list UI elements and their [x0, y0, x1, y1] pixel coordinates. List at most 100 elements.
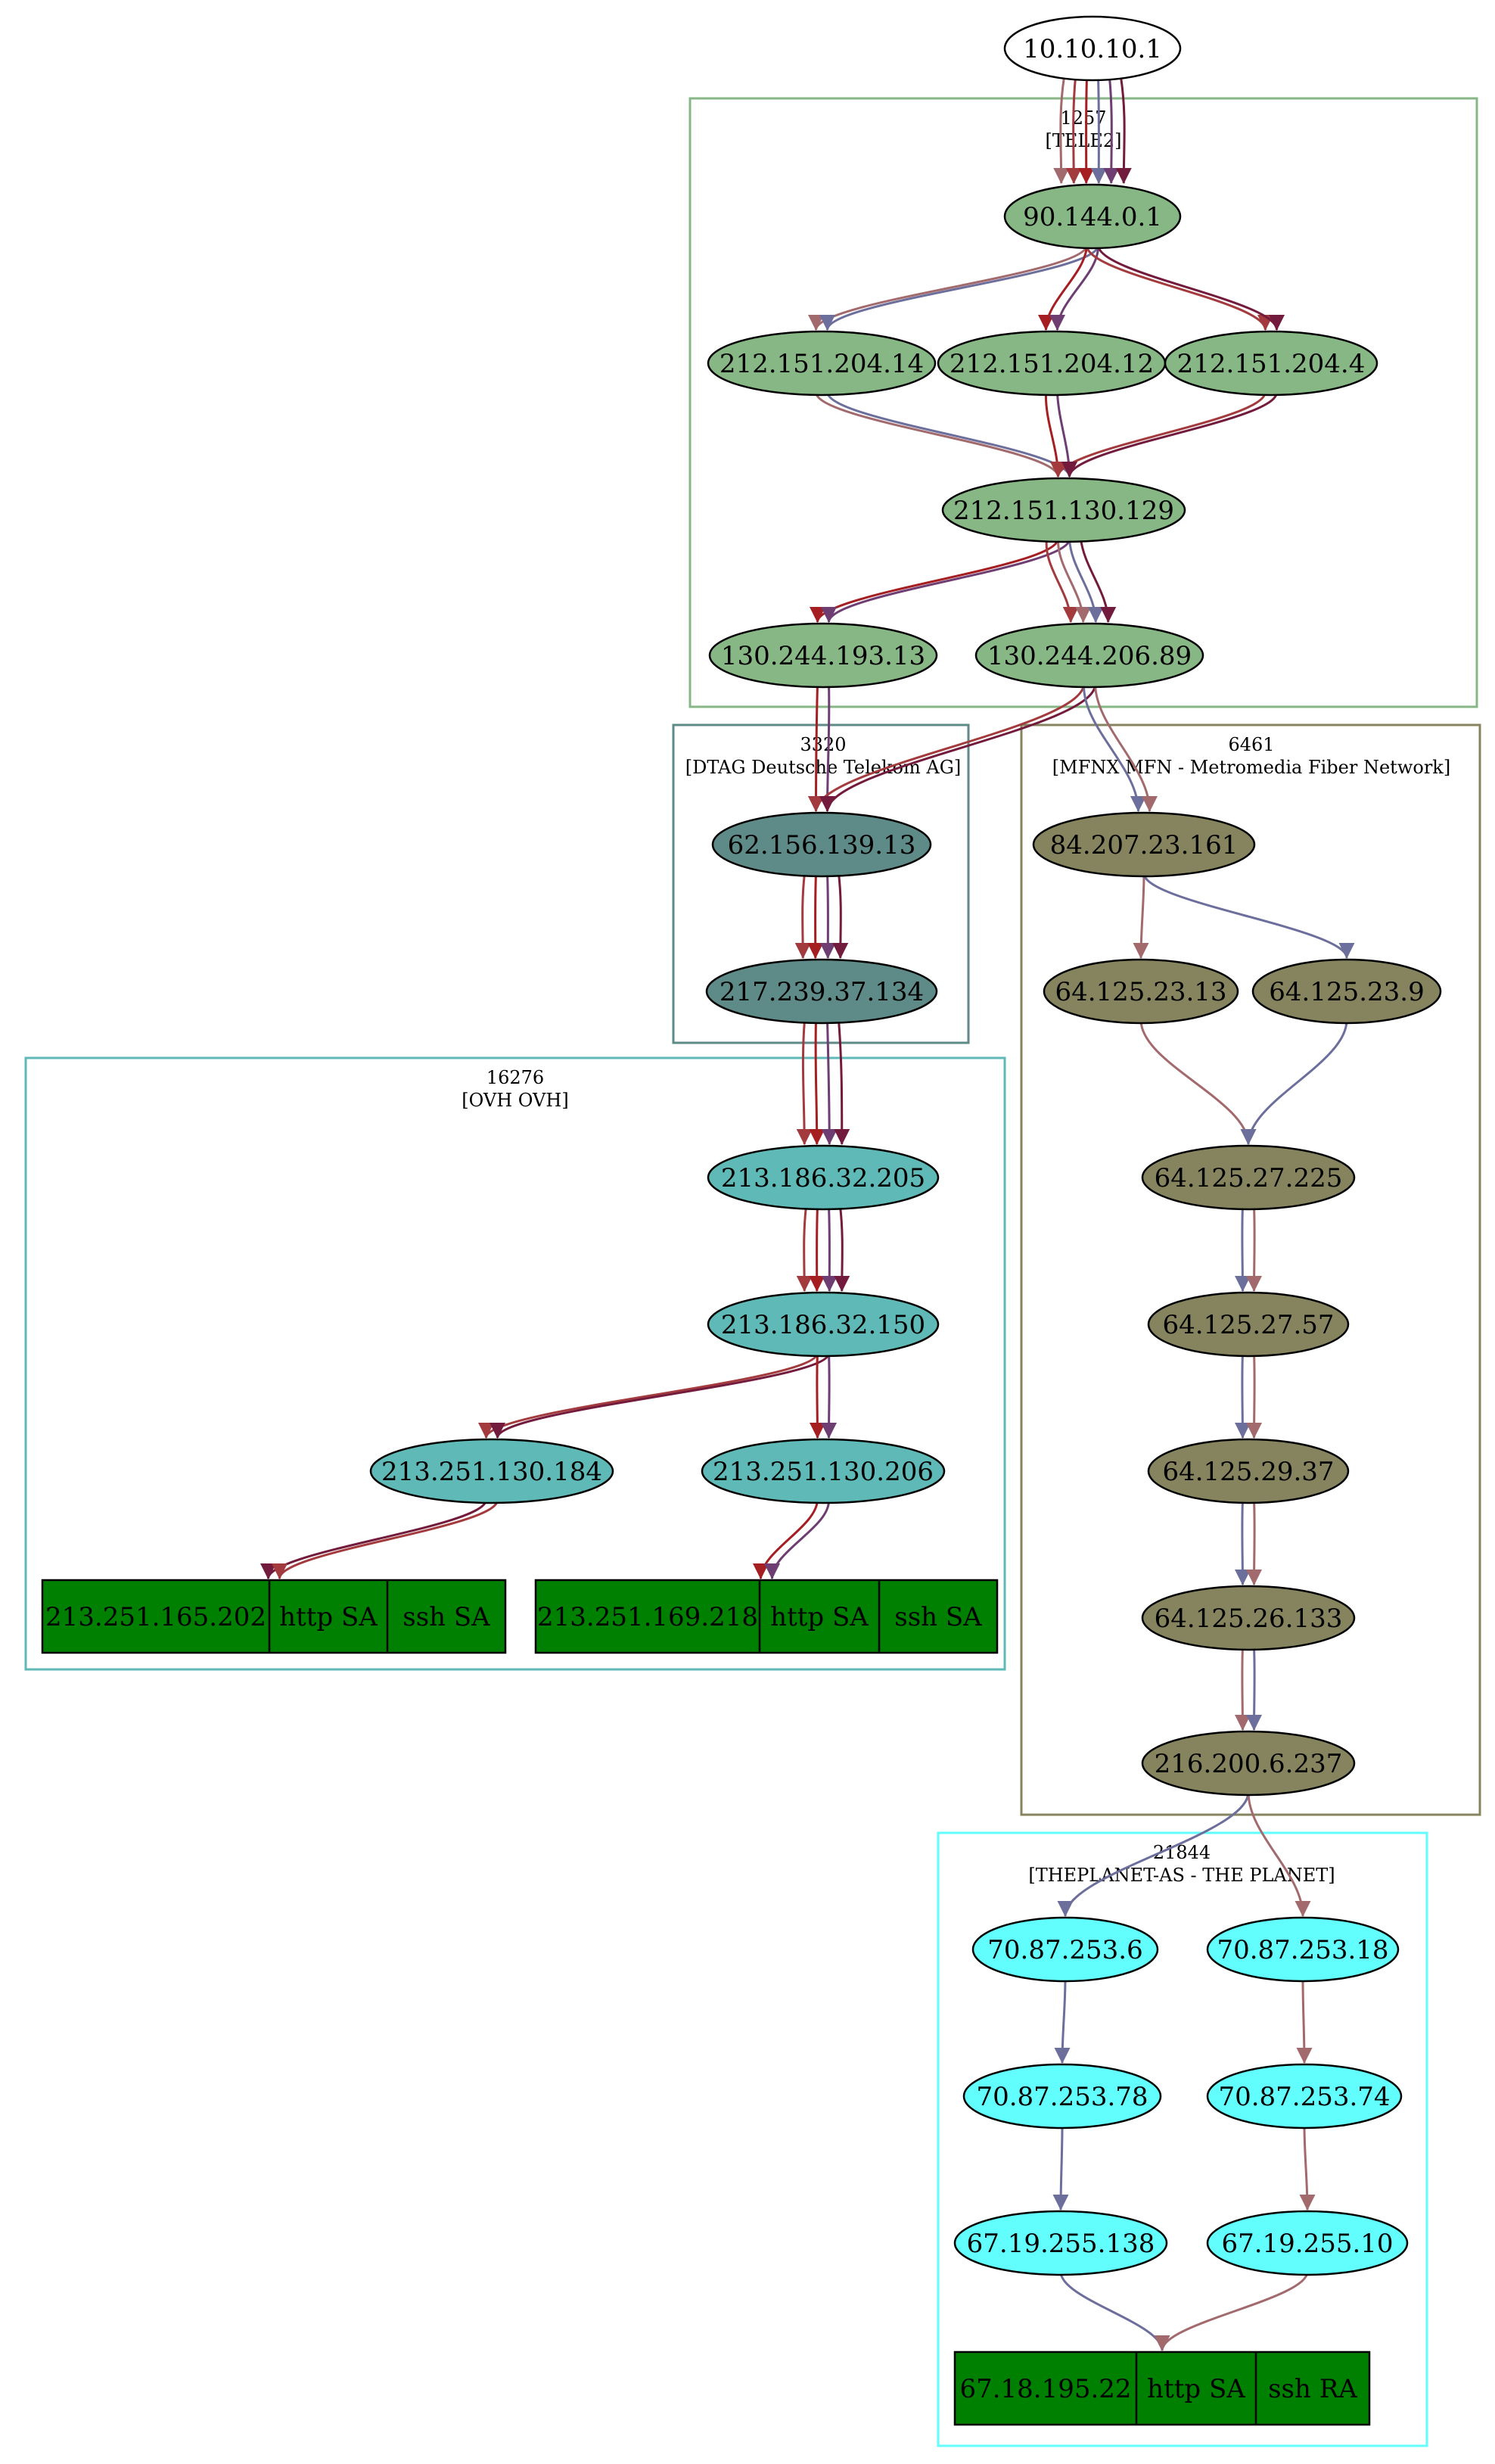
- hop-node[interactable]: 70.87.253.78: [962, 2063, 1162, 2130]
- edge: [1240, 1019, 1348, 1146]
- hop-node[interactable]: 217.239.37.134: [705, 958, 938, 1025]
- cluster-name: [TELE2]: [1046, 130, 1122, 151]
- hop-node[interactable]: 212.151.204.14: [707, 330, 937, 397]
- edge: [1080, 538, 1117, 624]
- cluster-name: [MFNX MFN - Metromedia Fiber Network]: [1052, 757, 1450, 778]
- hop-ellipse: [1206, 2210, 1409, 2276]
- edges-layer: [260, 76, 1355, 2352]
- hop-label: 64.125.23.13: [1055, 977, 1226, 1007]
- hop-node[interactable]: 64.125.23.9: [1251, 958, 1442, 1025]
- edge: [814, 391, 1066, 478]
- edge: [1044, 391, 1066, 478]
- target-port-status: ssh RA: [1268, 2374, 1357, 2404]
- target-box: [534, 1579, 999, 1654]
- edge: [1115, 76, 1132, 185]
- hop-label: 70.87.253.6: [987, 1935, 1142, 1965]
- hop-label: 64.125.26.133: [1155, 1604, 1343, 1634]
- hop-ellipse: [1043, 958, 1239, 1025]
- cluster-name: [DTAG Deutsche Telekom AG]: [685, 757, 962, 778]
- cluster-border: [688, 97, 1478, 708]
- hop-label: 130.244.206.89: [987, 641, 1192, 671]
- edge: [1054, 1977, 1071, 2064]
- hop-node[interactable]: 130.244.193.13: [708, 622, 938, 689]
- hop-node[interactable]: 84.207.23.161: [1032, 811, 1256, 878]
- cluster-asn: 16276: [486, 1067, 544, 1088]
- hop-node[interactable]: 67.19.255.138: [953, 2210, 1168, 2276]
- hop-ellipse: [1206, 2063, 1403, 2130]
- hop-label: 217.239.37.134: [720, 977, 924, 1007]
- edge: [1056, 391, 1077, 478]
- hop-node[interactable]: 130.244.206.89: [974, 622, 1204, 689]
- hop-node[interactable]: 216.200.6.237: [1141, 1730, 1356, 1797]
- hop-node[interactable]: 64.125.29.37: [1147, 1438, 1350, 1504]
- edge: [1246, 1206, 1263, 1293]
- hop-node[interactable]: 212.151.204.12: [937, 330, 1167, 397]
- edge: [1059, 2271, 1170, 2352]
- hop-node[interactable]: 64.125.27.57: [1147, 1291, 1350, 1358]
- hop-label: 67.19.255.10: [1221, 2229, 1393, 2259]
- edge: [1068, 538, 1104, 624]
- hop-label: 10.10.10.1: [1023, 34, 1162, 64]
- hop-label: 64.125.27.57: [1162, 1310, 1334, 1340]
- hop-ellipse: [974, 622, 1204, 689]
- clusters-layer: 1257[TELE2] 3320[DTAG Deutsche Telekom AG…: [24, 97, 1481, 2447]
- hop-node[interactable]: 213.251.130.206: [701, 1438, 946, 1504]
- edge: [478, 1352, 819, 1439]
- hop-label: 67.19.255.138: [967, 2229, 1155, 2259]
- hop-node[interactable]: 213.251.130.184: [369, 1438, 614, 1504]
- hop-label: 70.87.253.74: [1218, 2082, 1390, 2112]
- cluster-border: [672, 723, 970, 1044]
- hop-node[interactable]: 64.125.27.225: [1141, 1144, 1356, 1211]
- hop-node[interactable]: 90.144.0.1: [1003, 183, 1182, 250]
- cluster-as16276: 16276[OVH OVH]: [24, 1056, 1006, 1671]
- hop-label: 64.125.27.225: [1155, 1163, 1343, 1193]
- target-ip: 213.251.169.218: [537, 1602, 758, 1632]
- cluster-border: [937, 1831, 1428, 2447]
- edge: [794, 873, 811, 960]
- hop-label: 62.156.139.13: [728, 830, 916, 860]
- edge: [1234, 1646, 1251, 1731]
- edge: [832, 873, 849, 960]
- target-port-status: http SA: [1147, 2374, 1245, 2404]
- hop-node[interactable]: 70.87.253.6: [971, 1916, 1159, 1983]
- hop-node[interactable]: 10.10.10.1: [1003, 15, 1182, 82]
- cluster-as1257: 1257[TELE2]: [688, 97, 1478, 708]
- hop-ellipse: [707, 1291, 940, 1358]
- target-port-status: ssh SA: [894, 1602, 982, 1632]
- hop-node[interactable]: 213.186.32.150: [707, 1291, 940, 1358]
- hop-node[interactable]: 64.125.23.13: [1043, 958, 1239, 1025]
- edge: [809, 1019, 825, 1146]
- cluster-as21844: 21844[THEPLANET-AS - THE PLANET]: [937, 1831, 1428, 2447]
- cluster-border: [1020, 723, 1481, 1816]
- hop-node[interactable]: 67.19.255.10: [1206, 2210, 1409, 2276]
- edge: [819, 683, 1097, 813]
- hop-node[interactable]: 70.87.253.18: [1206, 1916, 1400, 1983]
- edge: [1050, 391, 1267, 478]
- target-port-status: ssh SA: [402, 1602, 490, 1632]
- hop-node[interactable]: 62.156.139.13: [711, 811, 932, 878]
- hop-ellipse: [941, 477, 1186, 543]
- edge: [1234, 1352, 1251, 1439]
- edge: [834, 1206, 850, 1293]
- hop-label: 216.200.6.237: [1155, 1749, 1343, 1779]
- hop-node[interactable]: 212.151.130.129: [941, 477, 1186, 543]
- hop-ellipse: [1251, 958, 1442, 1025]
- hop-node[interactable]: 212.151.204.4: [1164, 330, 1378, 397]
- hop-label: 130.244.193.13: [721, 641, 925, 671]
- edge: [821, 538, 1071, 624]
- hop-ellipse: [1003, 15, 1182, 82]
- hop-ellipse: [707, 330, 937, 397]
- edge: [826, 391, 1077, 478]
- hop-node[interactable]: 213.186.32.205: [707, 1144, 940, 1211]
- edge: [821, 1206, 838, 1293]
- hop-label: 84.207.23.161: [1050, 830, 1239, 860]
- cluster-asn: 3320: [800, 734, 846, 755]
- edge: [1078, 76, 1095, 185]
- hop-node[interactable]: 70.87.253.74: [1206, 2063, 1403, 2130]
- hop-ellipse: [708, 622, 938, 689]
- cluster-asn: 6461: [1228, 734, 1274, 755]
- hop-node[interactable]: 64.125.26.133: [1141, 1585, 1356, 1651]
